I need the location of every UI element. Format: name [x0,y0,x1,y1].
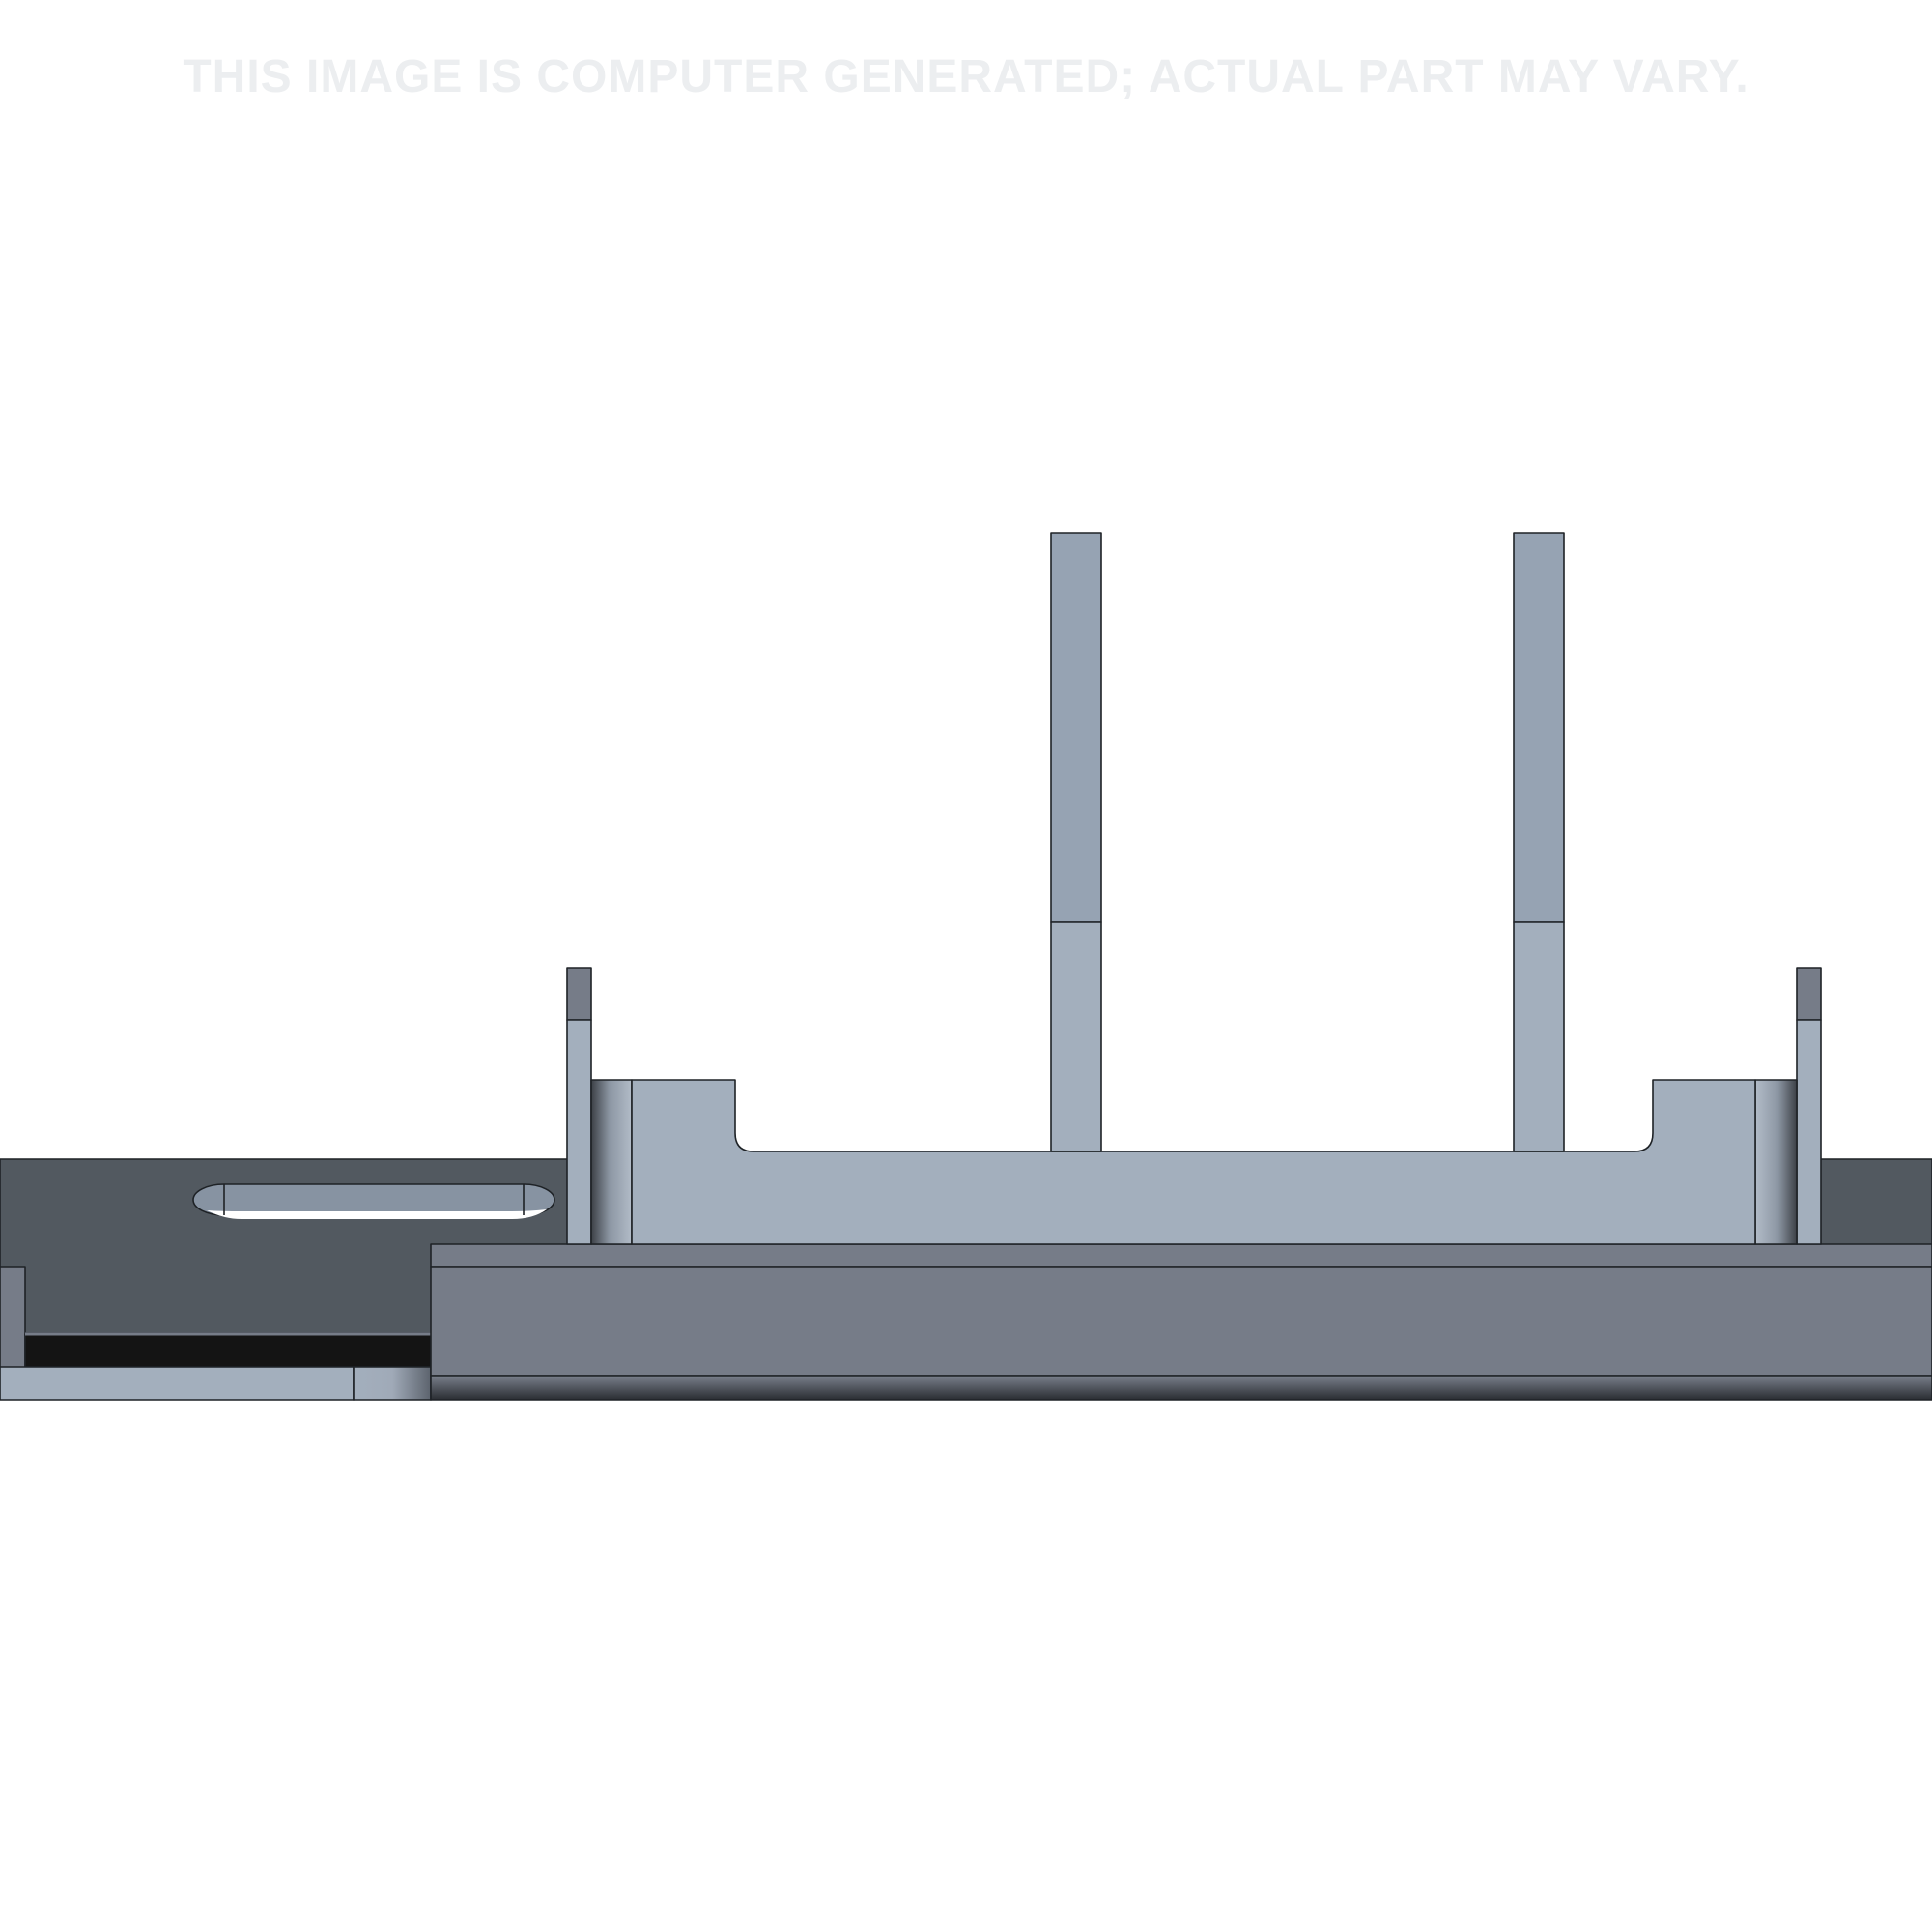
right-upright-bottom [1513,921,1565,1152]
left-boss [590,1079,633,1245]
right-boss [1754,1079,1798,1245]
right-back-plate [1815,1158,1932,1247]
left-bottom-strip [0,1366,355,1401]
left-upright-bottom [1050,921,1102,1152]
left-small-post-face [0,1266,26,1370]
bracket-body [631,1079,1756,1245]
black-slot [24,1333,432,1368]
left-bottom-cylinder [353,1366,432,1401]
right-side-wall-cap [1796,967,1822,1021]
disclaimer-watermark: THIS IMAGE IS COMPUTER GENERATED; ACTUAL… [183,51,1749,102]
left-side-wall [566,1019,592,1245]
base-block-top [430,1243,1932,1268]
base-block-bottom [430,1375,1932,1401]
left-upright-top [1050,532,1102,923]
right-upright-top [1513,532,1565,923]
left-side-wall-cap [566,967,592,1021]
base-block-front [430,1266,1932,1377]
right-side-wall [1796,1019,1822,1245]
plate-slot [192,1183,555,1216]
plate-slot-opening [207,1209,547,1219]
